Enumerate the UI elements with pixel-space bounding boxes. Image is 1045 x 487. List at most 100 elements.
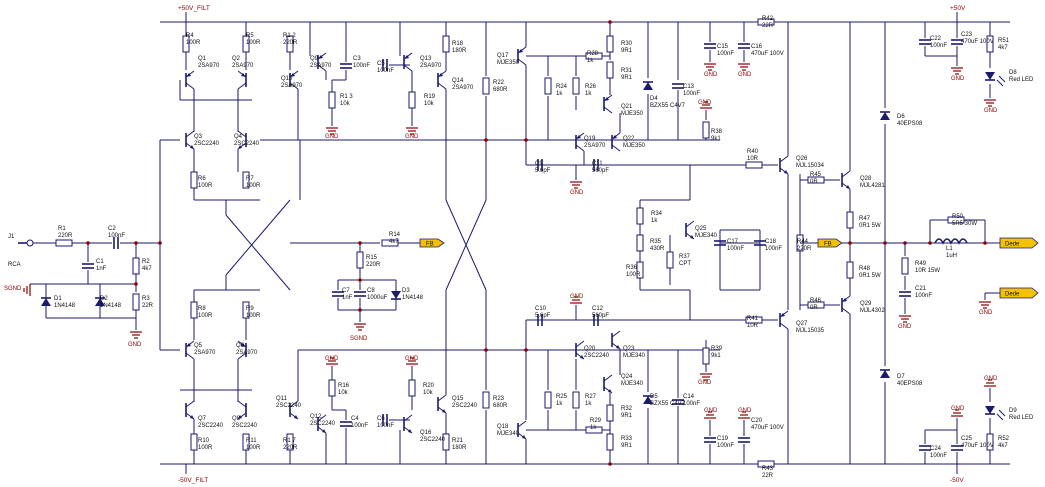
- sgnd-label: SGND: [4, 286, 22, 292]
- component-ref-r13: R1 3: [340, 94, 353, 100]
- component-ref-q10: Q10: [281, 76, 293, 82]
- component-value-r26: 1k: [585, 91, 592, 97]
- component-value-q11: 2SC2240: [276, 403, 302, 409]
- component-ref-c18: C18: [765, 239, 777, 245]
- component-ref-d3: D3: [402, 288, 410, 294]
- component-ref-r6: R6: [198, 176, 206, 182]
- component-value-c12: 560pF: [592, 313, 609, 319]
- component-ref-c9: C9: [535, 161, 543, 167]
- component-value-d7: 40EPS08: [897, 381, 923, 387]
- component-value-r36: 100R: [626, 272, 641, 278]
- component-value-r19: 10k: [424, 101, 435, 107]
- component-value-r23: 680R: [493, 403, 508, 409]
- component-ref-d5: D5: [650, 394, 658, 400]
- component-value-c1: 1nF: [96, 266, 107, 272]
- component-value-q27: MJL15035: [796, 328, 825, 334]
- component-value-d8: Red LED: [1009, 77, 1034, 83]
- component-ref-q9: Q9: [310, 56, 319, 62]
- component-value-q7: 2SC2240: [198, 423, 224, 429]
- component-value-r42: 22R: [762, 23, 774, 29]
- gnd-label: GND: [325, 356, 339, 362]
- component-ref-q15: Q15: [452, 396, 464, 402]
- rail-label-neg-filt: -50V_FILT: [178, 477, 208, 484]
- rail-label-pos: +50V: [950, 5, 966, 12]
- component-value-r49: 10R 15W: [915, 268, 940, 274]
- component-ref-r35: R35: [650, 239, 662, 245]
- component-value-r40: 10R: [747, 156, 759, 162]
- component-value-d6: 40EPS08: [897, 121, 923, 127]
- component-value-r12: 220R: [283, 40, 298, 46]
- component-ref-q27: Q27: [796, 321, 808, 327]
- component-ref-r38: R38: [711, 129, 723, 135]
- component-value-q22: MJE350: [623, 143, 646, 149]
- component-ref-q26: Q26: [796, 156, 808, 162]
- component-value-q21: MJE350: [621, 111, 644, 117]
- gnd-label: GND: [704, 72, 718, 78]
- component-value-r46: 0R: [810, 305, 818, 311]
- jack-type: RCA: [8, 262, 21, 268]
- component-ref-r34: R34: [651, 211, 663, 217]
- vas-bottom: [484, 296, 751, 466]
- component-ref-r22: R22: [493, 80, 505, 86]
- input-section: [18, 236, 160, 339]
- component-ref-d9: D9: [1009, 408, 1017, 414]
- output-filter: [898, 216, 987, 323]
- component-ref-r33: R33: [621, 436, 633, 442]
- component-value-q17: MJE350: [497, 60, 520, 66]
- gnd-label-input: GND: [128, 342, 142, 348]
- component-ref-c4: C4: [351, 416, 359, 422]
- gnd-label: GND: [984, 108, 998, 114]
- component-value-c16: 470uF 100V: [751, 51, 784, 57]
- gnd-label: GND: [704, 408, 718, 414]
- positive-filtered-rail: +50V_FILT: [160, 5, 790, 23]
- fb-net-tag-out: [817, 238, 843, 248]
- component-ref-r41: R41: [747, 316, 759, 322]
- component-ref-c3: C3: [353, 56, 361, 62]
- component-ref-c24: C24: [930, 446, 942, 452]
- component-ref-r31: R31: [621, 68, 633, 74]
- component-ref-r20: R20: [423, 383, 435, 389]
- gnd-label: GND: [951, 76, 965, 82]
- component-value-r28: 1k: [587, 58, 594, 64]
- component-value-q23: MJE340: [623, 353, 646, 359]
- component-value-q14: 2SA970: [452, 85, 474, 91]
- component-ref-r2: R2: [142, 259, 150, 265]
- component-ref-c13: C13: [683, 84, 695, 90]
- component-value-r37: CPT: [679, 261, 691, 267]
- component-value-r31: 9R1: [621, 75, 633, 81]
- ground-icon: [569, 181, 583, 189]
- component-value-r45: 0R: [810, 179, 818, 185]
- component-ref-r3: R3: [142, 296, 150, 302]
- component-value-r48: 0R1 5W: [859, 273, 881, 279]
- component-value-c8: 1000uF: [367, 295, 388, 301]
- component-value-q25: MJE340: [695, 233, 718, 239]
- rail-label-neg: -50V: [950, 477, 964, 484]
- component-value-r38: 9k1: [711, 136, 721, 142]
- output-label-dede-2: Dede: [1005, 292, 1020, 298]
- component-ref-r27: R27: [585, 394, 597, 400]
- component-value-r32: 9R1: [621, 413, 633, 419]
- component-value-q20: 2SC2240: [584, 353, 610, 359]
- bias-multiplier: [636, 165, 767, 320]
- component-value-c18: 100nF: [765, 246, 782, 252]
- component-value-c22: 100nF: [930, 43, 947, 49]
- component-ref-r9: R9: [246, 306, 254, 312]
- component-ref-c5: C5: [377, 61, 385, 67]
- sgnd-label-fb: SGND: [350, 336, 368, 342]
- component-ref-r29: R29: [590, 418, 602, 424]
- component-value-r44: 220R: [797, 246, 812, 252]
- component-ref-q28: Q28: [860, 176, 872, 182]
- component-ref-r11: R11: [246, 438, 257, 444]
- component-value-c19: 100nF: [717, 443, 734, 449]
- component-ref-r49: R49: [915, 261, 927, 267]
- component-value-r11: 100R: [246, 445, 261, 451]
- component-ref-q4: Q4: [234, 134, 243, 140]
- component-value-r8: 100R: [198, 313, 213, 319]
- component-value-l1: 1uH: [946, 253, 957, 259]
- component-ref-c14: C14: [683, 394, 695, 400]
- component-value-r13: 10k: [340, 101, 351, 107]
- component-ref-q8: Q8: [232, 416, 241, 422]
- component-ref-r14: R14: [389, 232, 401, 238]
- component-ref-r16: R16: [338, 383, 350, 389]
- jack-ref: J1: [8, 234, 15, 240]
